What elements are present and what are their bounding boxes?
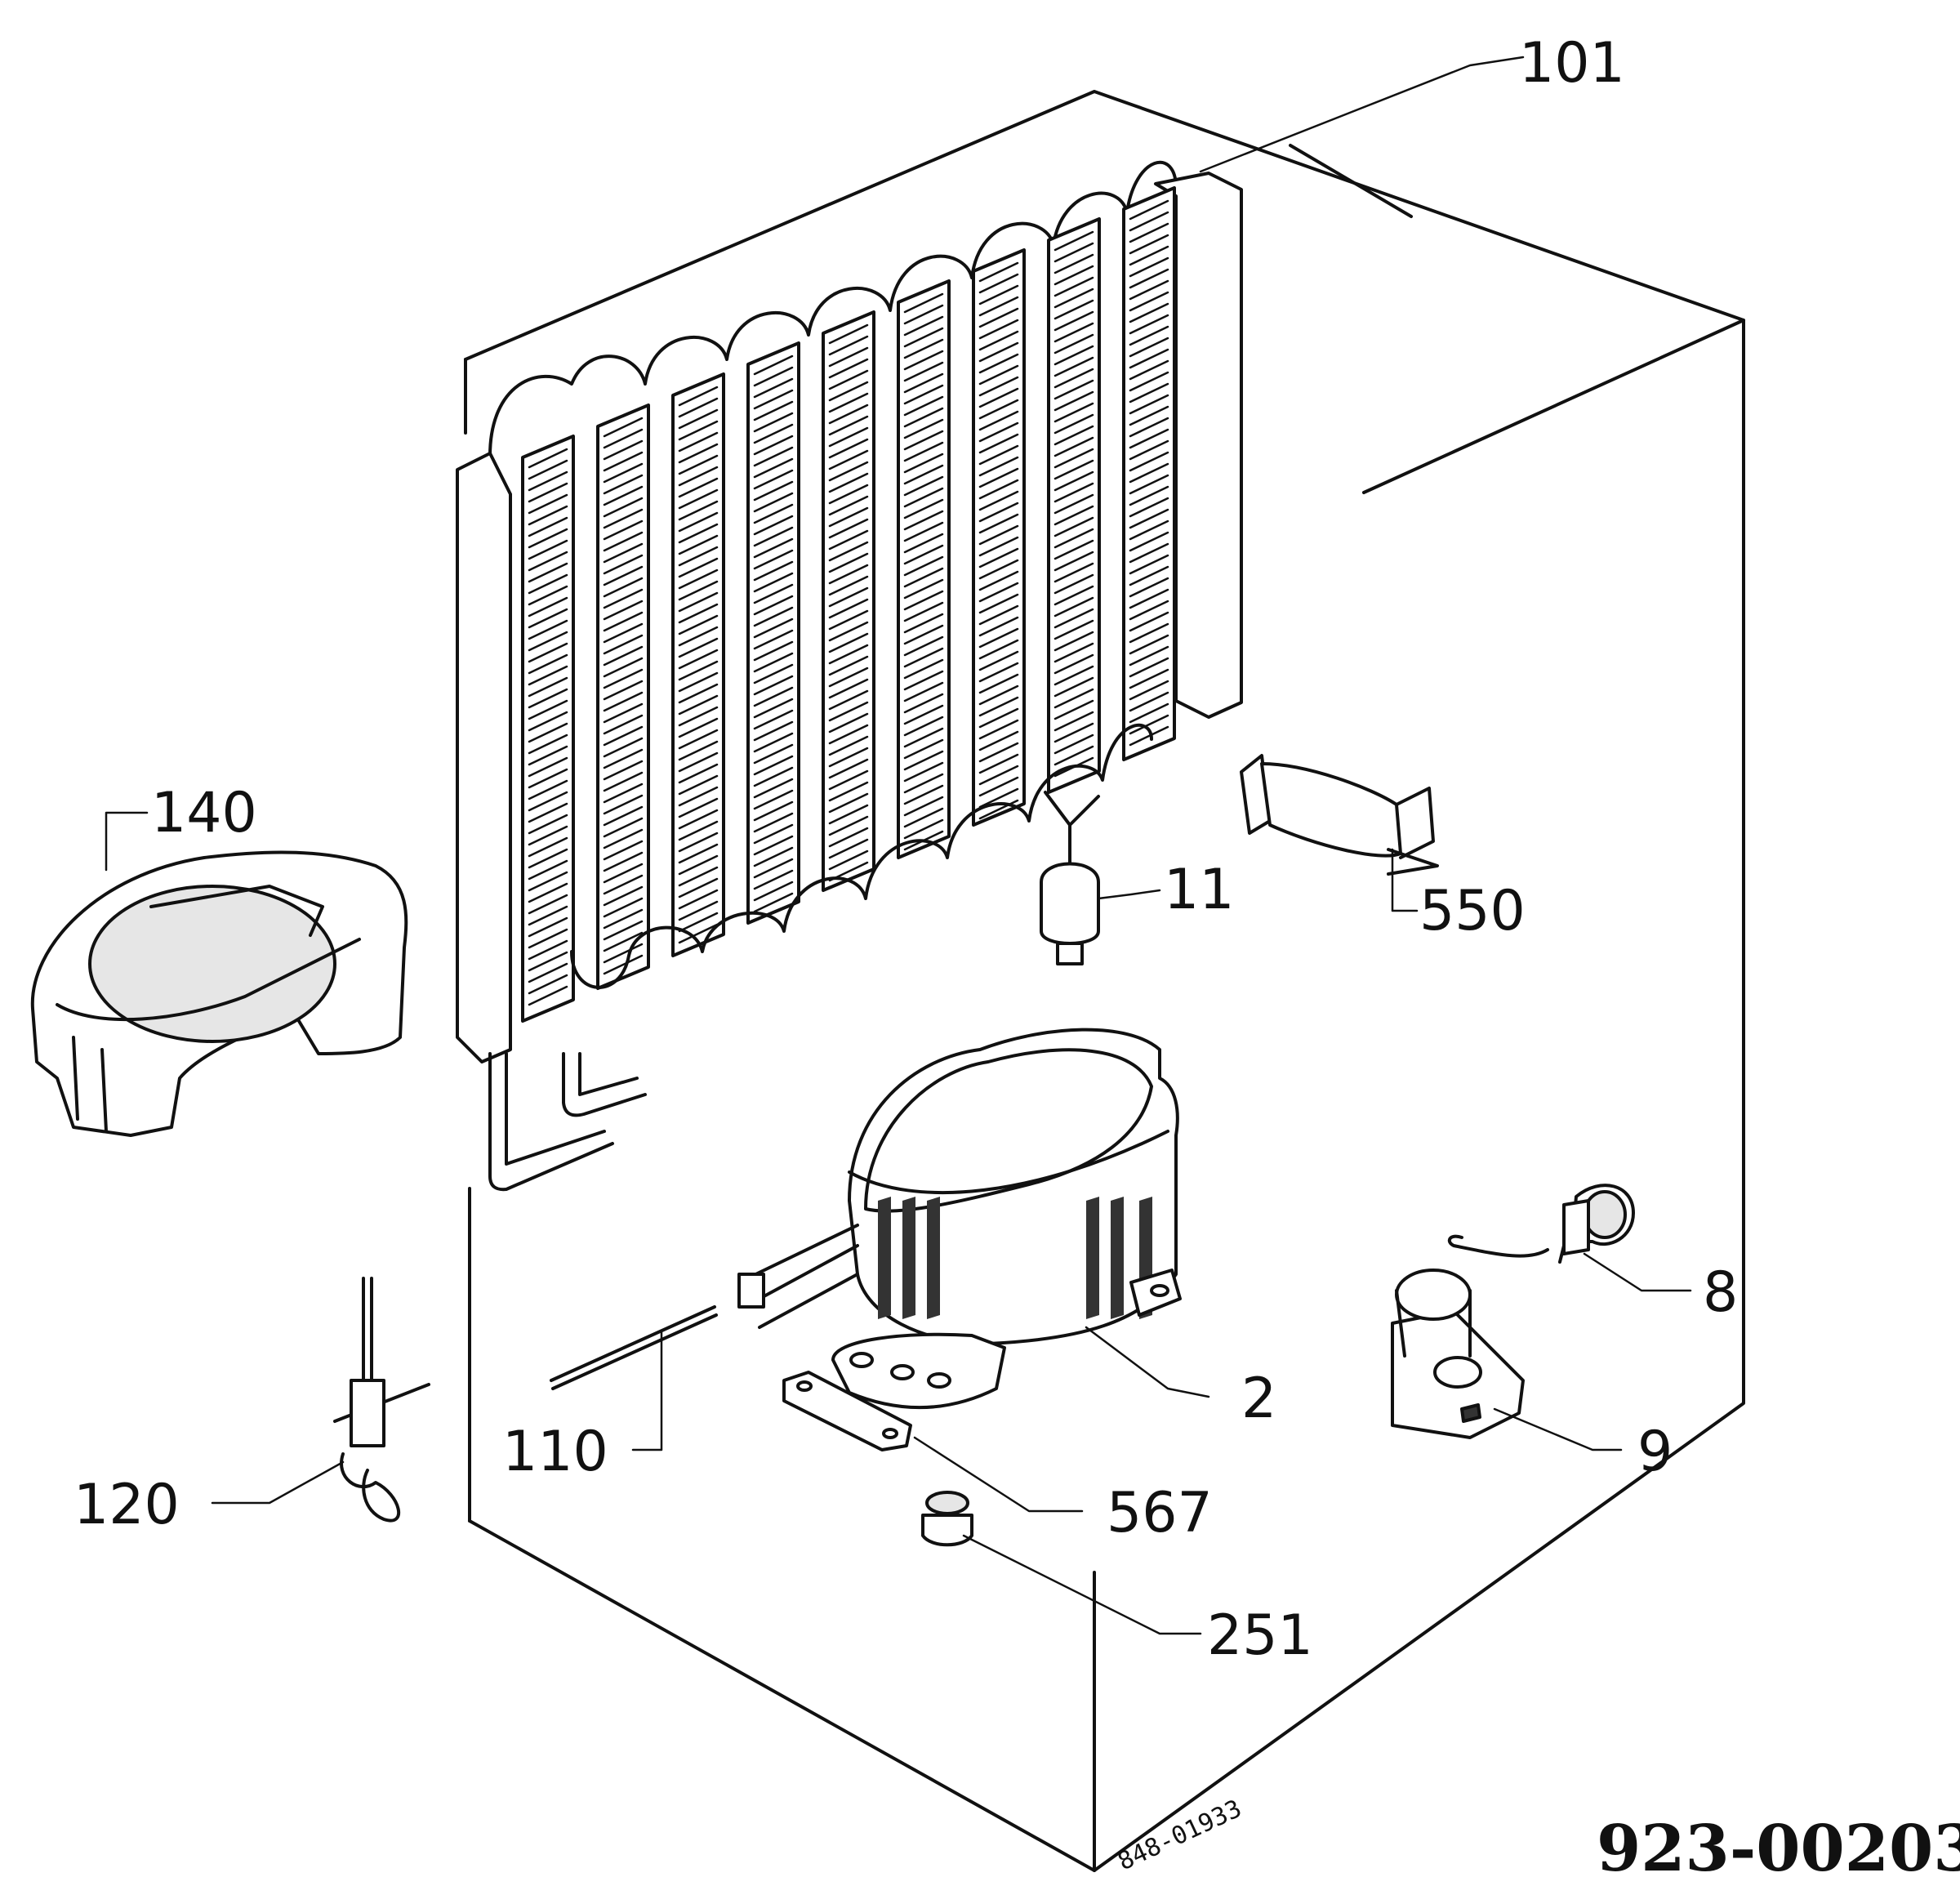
filter-drier-120 (333, 1277, 430, 1523)
callout-140: 140 (151, 781, 257, 845)
callout-550: 550 (1419, 879, 1526, 943)
callout-567: 567 (1107, 1481, 1213, 1545)
compressor-grille-stripe (1111, 1197, 1124, 1319)
callout-2: 2 (1241, 1367, 1276, 1431)
callout-101: 101 (1519, 31, 1625, 96)
drawing-number: 923-00203 (1597, 1812, 1960, 1886)
compressor-grille-stripe (878, 1197, 891, 1319)
callout-labels: 101 140 11 550 8 2 9 110 567 120 251 (74, 31, 1738, 1668)
leader-lines (105, 56, 1692, 1635)
mounting-rail-567 (782, 1371, 912, 1451)
drip-tray-140 (30, 850, 408, 1137)
compressor-grille-stripe (902, 1197, 915, 1319)
condenser-fin-panel (897, 279, 951, 859)
condenser-fin-panel (1047, 217, 1101, 794)
callout-251: 251 (1207, 1603, 1313, 1668)
relay-8 (1447, 1184, 1635, 1264)
condenser-101 (456, 160, 1243, 1192)
callout-110: 110 (502, 1420, 608, 1484)
capillary-tube-110 (550, 1305, 718, 1390)
condenser-fin-panel (822, 310, 875, 892)
compressor-grille-stripe (1086, 1197, 1099, 1319)
condenser-fin-panel (972, 248, 1026, 827)
condenser-fin-panel (671, 372, 725, 957)
callout-11: 11 (1164, 858, 1235, 922)
compressor-2 (737, 1028, 1182, 1410)
condenser-fin-panel (521, 435, 575, 1023)
compressor-grille-stripe (927, 1197, 940, 1319)
condenser-fin-panel (1122, 186, 1176, 761)
starter-9 (1391, 1269, 1525, 1439)
callout-8: 8 (1703, 1260, 1738, 1325)
capacitor-550 (1240, 754, 1439, 876)
callout-9: 9 (1637, 1420, 1673, 1484)
condenser-fin-panel (596, 404, 650, 990)
grommet-251 (921, 1491, 973, 1547)
thermostat-clip-11 (1040, 791, 1100, 965)
condenser-fin-panel (746, 341, 800, 925)
callout-120: 120 (74, 1473, 180, 1537)
cabinet-outline (464, 90, 1745, 1872)
small-drawing-code: 848-01933 (1114, 1795, 1246, 1876)
